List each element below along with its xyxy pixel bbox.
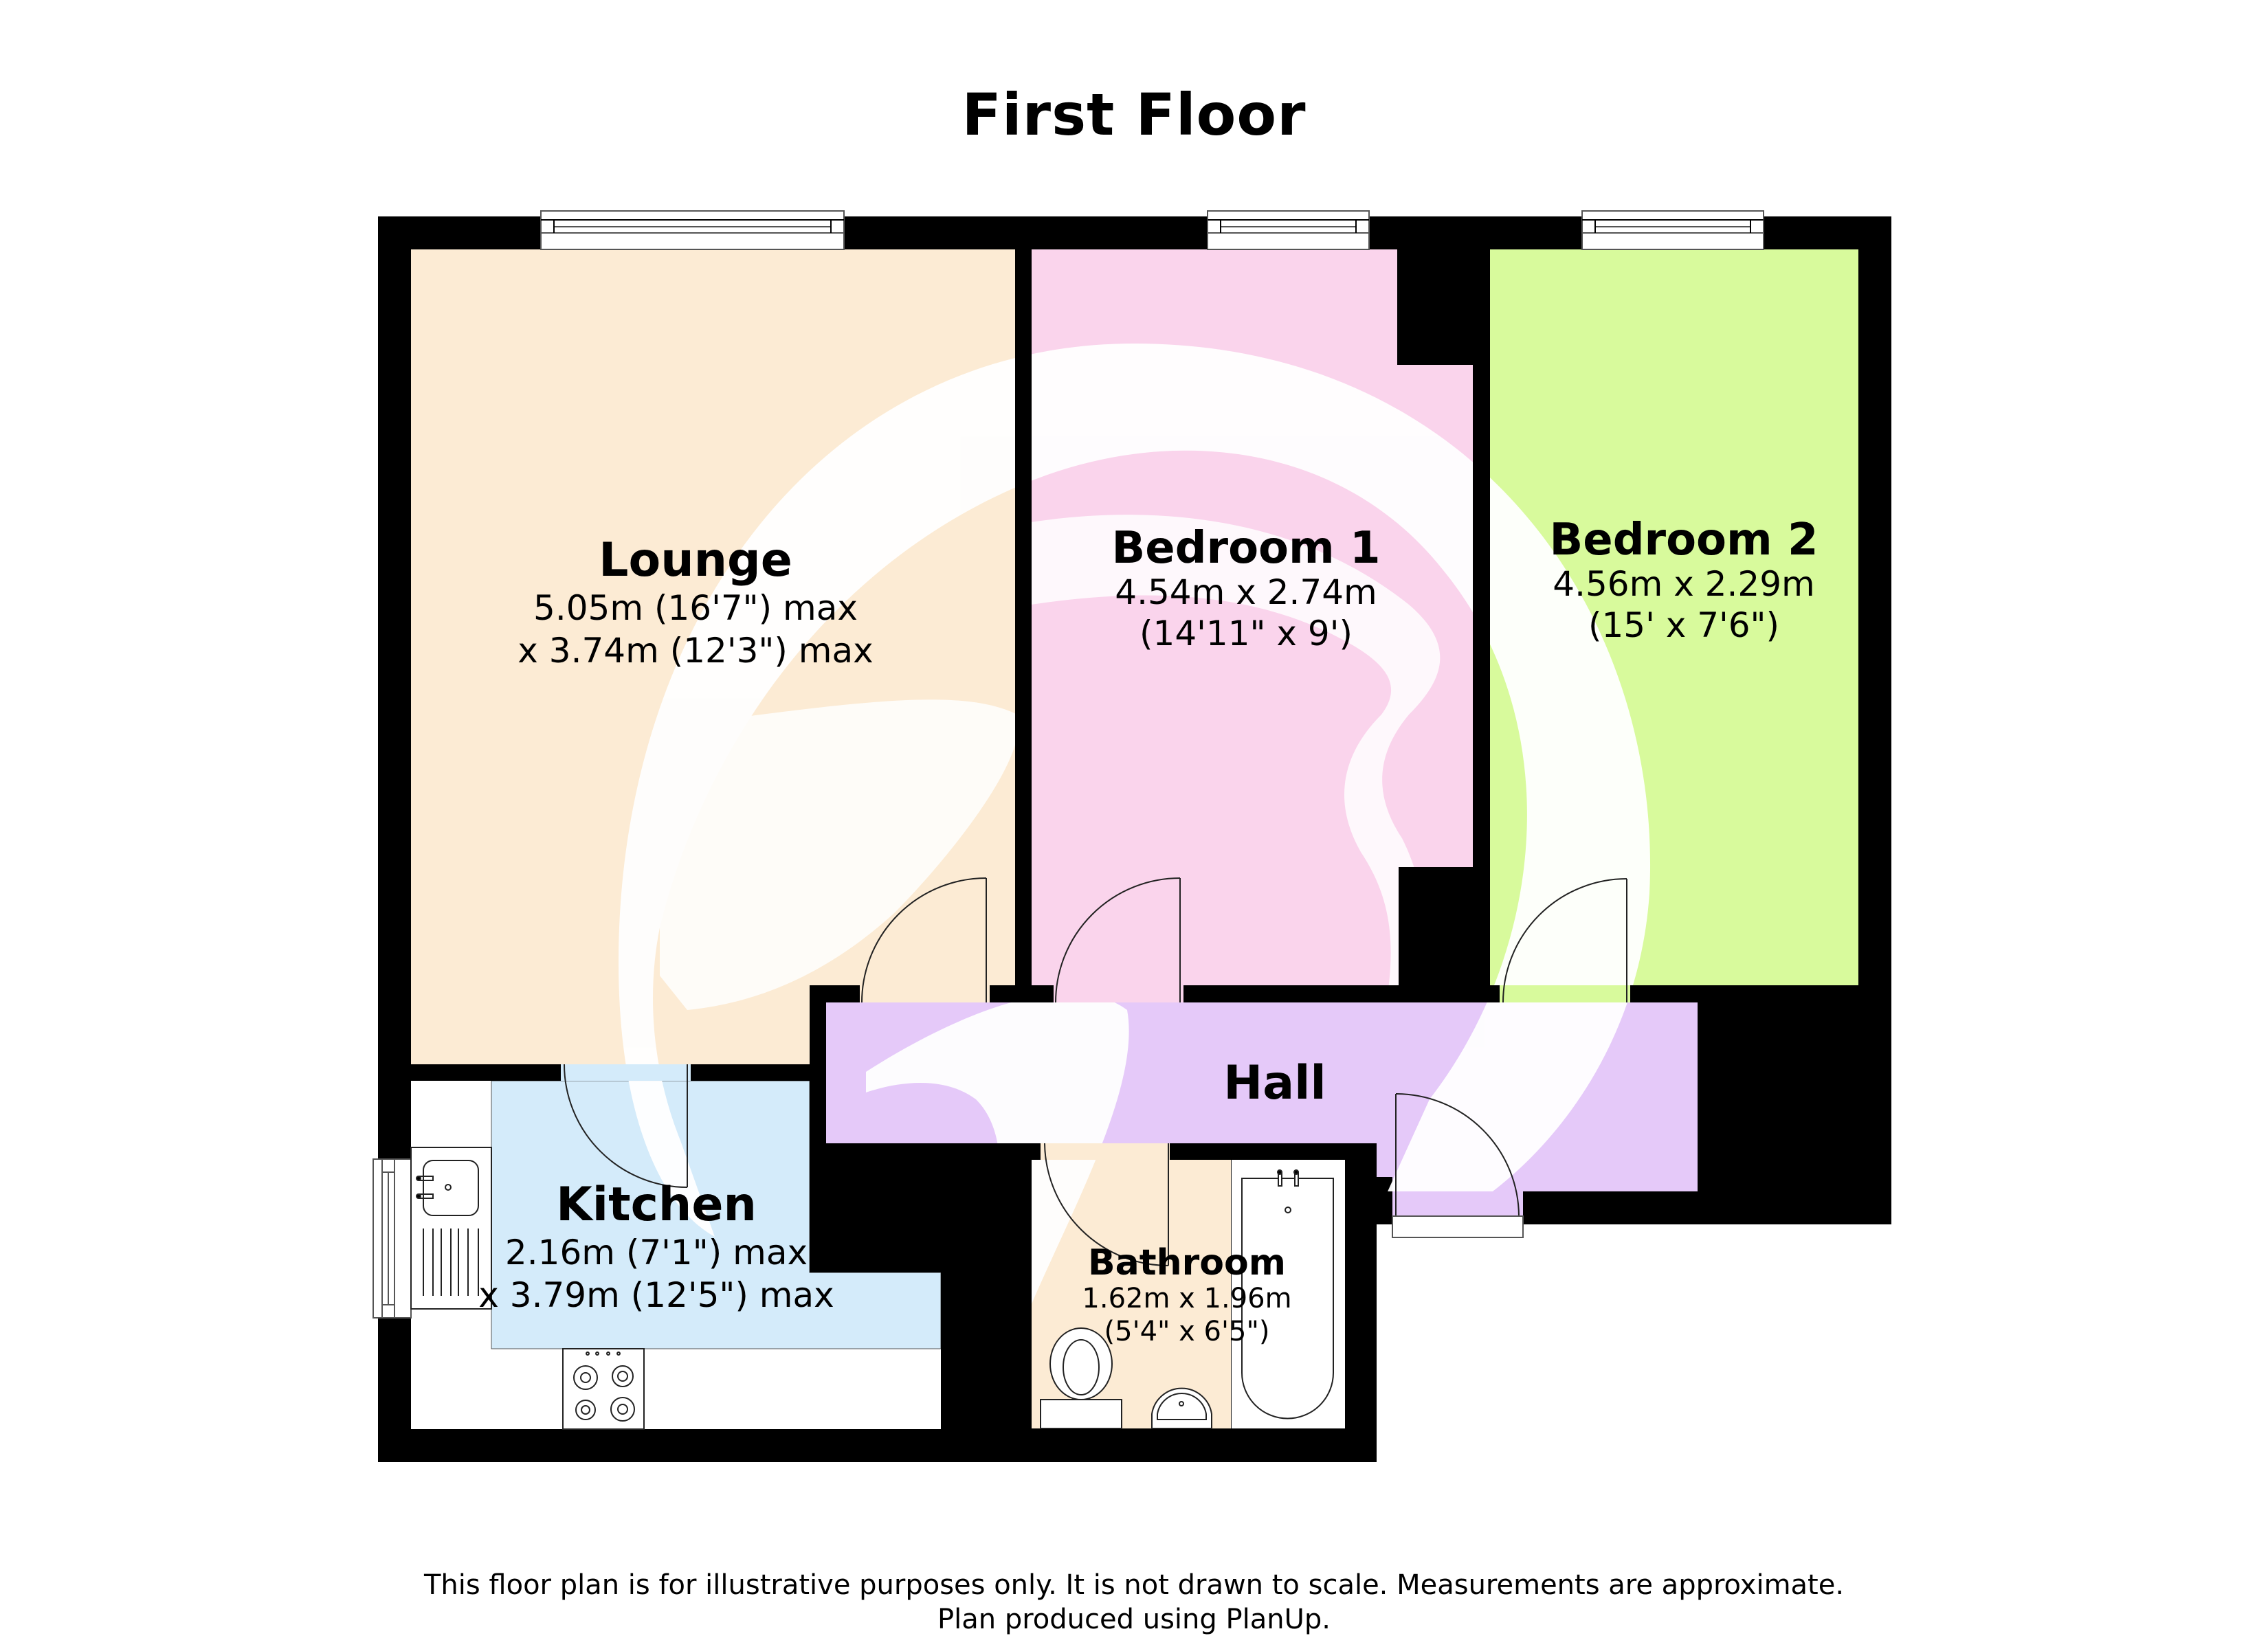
bathroom-fixtures	[1040, 1160, 1345, 1429]
room-label-lounge: Lounge 5.05m (16'7") max x 3.74m (12'3")…	[518, 537, 873, 672]
door-swings	[564, 877, 1627, 1266]
room-label-bedroom1: Bedroom 1 4.54m x 2.74m (14'11" x 9')	[1112, 526, 1381, 654]
room-label-bedroom2: Bedroom 2 4.56m x 2.29m (15' x 7'6")	[1550, 518, 1819, 646]
room-name: Bathroom	[1088, 1242, 1286, 1283]
hob	[562, 1348, 645, 1430]
lounge-window	[540, 210, 845, 250]
room-name: Kitchen	[556, 1178, 757, 1232]
bedroom2-door	[1502, 878, 1627, 1003]
room-name: Bedroom 2	[1549, 515, 1819, 565]
room-dimensions: 1.62m x 1.96m	[1082, 1283, 1292, 1314]
windows	[373, 210, 1764, 1319]
room-name: Lounge	[599, 533, 792, 587]
bedroom2-window	[1581, 210, 1764, 250]
lounge-door	[861, 877, 987, 1003]
room-dimensions: x 3.74m (12'3") max	[518, 631, 874, 671]
kitchen-window	[373, 1158, 412, 1319]
bath	[1241, 1178, 1334, 1420]
disclaimer-line-1: This floor plan is for illustrative purp…	[423, 1569, 1845, 1601]
room-dimensions: (5'4" x 6'5")	[1104, 1316, 1270, 1347]
disclaimer-line-2: Plan produced using PlanUp.	[937, 1604, 1331, 1635]
watermark-logo	[619, 344, 1651, 1305]
room-label-kitchen: Kitchen 2.16m (7'1") max x 3.79m (12'5")…	[478, 1182, 834, 1316]
room-name: Hall	[1223, 1056, 1326, 1110]
kitchen-fixtures	[410, 1147, 645, 1430]
room-dimensions: 2.16m (7'1") max	[504, 1233, 808, 1272]
room-label-hall: Hall	[1223, 1060, 1326, 1110]
kitchen-sink	[410, 1147, 492, 1310]
floor-title: First Floor	[961, 81, 1307, 148]
bedroom1-window	[1207, 210, 1370, 250]
entrance-door	[1392, 1093, 1524, 1238]
room-dimensions: 5.05m (16'7") max	[533, 588, 858, 628]
room-name: Bedroom 1	[1111, 523, 1381, 574]
room-dimensions: x 3.79m (12'5") max	[478, 1275, 834, 1315]
room-dimensions: 4.54m x 2.74m	[1115, 572, 1377, 612]
room-dimensions: 4.56m x 2.29m	[1553, 564, 1815, 604]
room-dimensions: (14'11" x 9')	[1139, 614, 1353, 653]
bedroom1-door	[1055, 877, 1181, 1003]
room-dimensions: (15' x 7'6")	[1588, 605, 1780, 645]
basin	[1151, 1387, 1212, 1429]
room-label-bathroom: Bathroom 1.62m x 1.96m (5'4" x 6'5")	[1082, 1245, 1291, 1348]
toilet	[1040, 1327, 1122, 1429]
bathroom-door	[1044, 1143, 1169, 1266]
kitchen-door	[564, 1064, 688, 1188]
